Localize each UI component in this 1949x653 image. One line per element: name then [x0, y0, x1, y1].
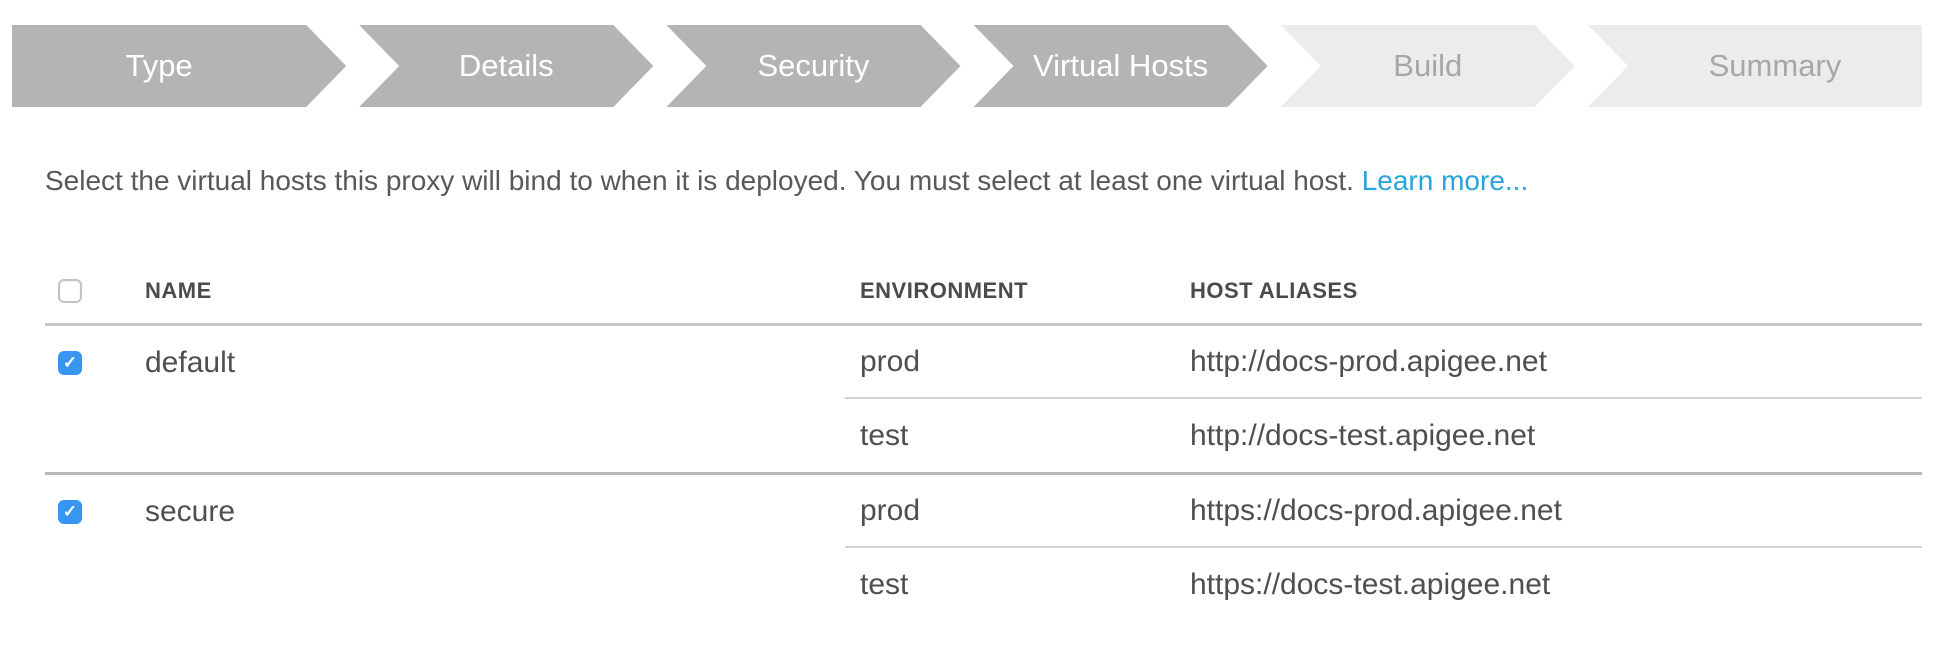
virtual-host-name: secure [145, 494, 236, 528]
step-details[interactable]: Details [359, 25, 653, 107]
column-header-name: NAME [145, 277, 212, 303]
list-item: test https://docs-test.apigee.net [845, 548, 1922, 621]
select-all-checkbox[interactable] [58, 278, 82, 303]
column-header-environment: ENVIRONMENT [860, 277, 1029, 303]
description-text: Select the virtual hosts this proxy will… [45, 165, 1354, 196]
environment-value: test [860, 567, 909, 601]
list-item: test http://docs-test.apigee.net [845, 399, 1922, 472]
select-all-cell [45, 278, 145, 303]
checkmark-icon: ✓ [62, 352, 78, 372]
bindings-list: prod http://docs-prod.apigee.net test ht… [845, 326, 1922, 472]
bindings-list: prod https://docs-prod.apigee.net test h… [845, 475, 1922, 621]
step-type[interactable]: Type [12, 25, 346, 107]
page-description: Select the virtual hosts this proxy will… [45, 161, 1905, 201]
step-virtual-hosts[interactable]: Virtual Hosts [974, 25, 1268, 107]
environment-value: prod [860, 344, 921, 378]
host-alias-value: https://docs-test.apigee.net [1190, 567, 1551, 601]
environment-value: test [860, 418, 909, 452]
host-alias-value: http://docs-test.apigee.net [1190, 418, 1536, 452]
step-summary: Summary [1587, 25, 1923, 107]
step-security[interactable]: Security [666, 25, 960, 107]
list-item: prod https://docs-prod.apigee.net [845, 475, 1922, 548]
table-header-row: NAME ENVIRONMENT HOST ALIASES [45, 258, 1922, 326]
checkmark-icon: ✓ [62, 501, 78, 521]
host-alias-value: http://docs-prod.apigee.net [1190, 344, 1547, 378]
list-item: prod http://docs-prod.apigee.net [845, 326, 1922, 399]
column-header-host-aliases: HOST ALIASES [1190, 277, 1358, 303]
table-row: ✓ secure prod https://docs-prod.apigee.n… [45, 475, 1922, 621]
host-alias-value: https://docs-prod.apigee.net [1190, 493, 1562, 527]
step-build: Build [1281, 25, 1575, 107]
virtual-hosts-table: NAME ENVIRONMENT HOST ALIASES ✓ default … [45, 258, 1922, 621]
row-checkbox-default[interactable]: ✓ [58, 350, 82, 375]
learn-more-link[interactable]: Learn more... [1361, 165, 1529, 196]
row-checkbox-cell: ✓ [45, 475, 145, 548]
environment-value: prod [860, 493, 921, 527]
row-checkbox-secure[interactable]: ✓ [58, 499, 82, 524]
table-row: ✓ default prod http://docs-prod.apigee.n… [45, 326, 1922, 475]
row-checkbox-cell: ✓ [45, 326, 145, 399]
wizard-stepper: Type Details Security Virtual Hosts Buil… [12, 25, 1923, 107]
virtual-host-name: default [145, 345, 236, 379]
